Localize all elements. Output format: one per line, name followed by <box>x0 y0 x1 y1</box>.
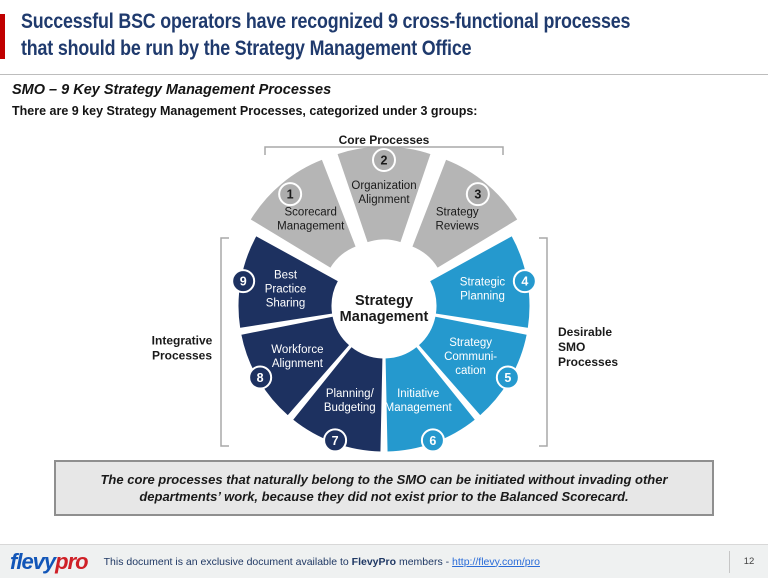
segment-badge-5 <box>495 365 520 390</box>
segment-badge-1 <box>278 182 303 207</box>
title-divider <box>0 74 768 75</box>
segment-badge-6 <box>420 428 445 453</box>
segment-badge-2 <box>372 148 396 172</box>
segment-badge-number-3: 3 <box>474 188 481 202</box>
segment-label-7: Planning/Budgeting <box>324 388 376 414</box>
footer-text-member: FlevyPro <box>351 555 397 568</box>
segment-badge-4 <box>512 269 537 294</box>
slide-subtitle: SMO – 9 Key Strategy Management Processe… <box>12 82 332 98</box>
segment-9 <box>237 234 340 329</box>
slide-title-line1: Successful BSC operators have recognized… <box>21 10 631 33</box>
flevy-pro-link[interactable]: http://flevy.com/pro <box>452 555 540 568</box>
segment-badge-number-8: 8 <box>257 371 264 385</box>
slide-title: Successful BSC operators have recognized… <box>21 8 757 62</box>
segment-badge-number-9: 9 <box>240 275 247 289</box>
footer-bar: flevypro This document is an exclusive d… <box>0 544 768 578</box>
segment-2 <box>336 145 432 244</box>
segment-badge-3 <box>465 182 490 207</box>
footer-text: This document is an exclusive document a… <box>104 556 540 568</box>
slide-title-line2: that should be run by the Strategy Manag… <box>21 37 472 60</box>
footer-text-mid: members - <box>396 555 453 568</box>
logo-pro-text: pro <box>55 548 88 574</box>
page-number: 12 <box>743 556 755 567</box>
segment-badge-7 <box>323 428 348 453</box>
segment-6 <box>384 345 477 453</box>
segment-3 <box>411 158 519 270</box>
logo-flevy-text: flevy <box>10 548 56 574</box>
integrative-bracket <box>220 237 229 447</box>
footer-text-prefix: This document is an exclusive document a… <box>103 555 352 568</box>
segment-8 <box>240 315 351 417</box>
segment-5 <box>417 315 528 417</box>
lead-text: There are 9 key Strategy Management Proc… <box>12 104 478 118</box>
segment-1 <box>249 158 357 270</box>
segment-badge-8 <box>248 365 273 390</box>
segment-badge-number-1: 1 <box>287 188 294 202</box>
group-label-core: Core Processes <box>339 133 430 147</box>
center-circle <box>332 254 436 358</box>
segment-4 <box>428 234 531 329</box>
core-bracket <box>264 146 504 155</box>
flevypro-logo: flevypro <box>10 548 89 574</box>
footer-separator <box>729 550 730 573</box>
desirable-bracket <box>539 237 548 447</box>
segment-badge-number-2: 2 <box>381 153 388 167</box>
segment-7 <box>291 345 384 453</box>
segment-badge-number-6: 6 <box>429 434 436 448</box>
segment-badge-number-7: 7 <box>332 434 339 448</box>
segment-badge-9 <box>231 269 256 294</box>
segment-badge-number-4: 4 <box>521 275 528 289</box>
title-accent-bar <box>0 14 5 59</box>
note-box: The core processes that naturally belong… <box>54 460 714 516</box>
note-text: The core processes that naturally belong… <box>100 472 668 504</box>
segment-badge-number-5: 5 <box>504 371 511 385</box>
